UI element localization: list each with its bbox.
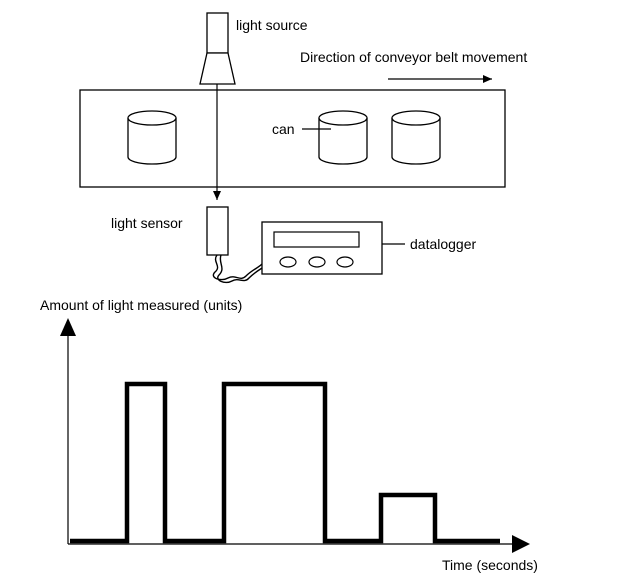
y-axis-arrowhead	[60, 318, 76, 336]
sensor-cable	[212, 254, 263, 281]
can-icon-2	[318, 110, 368, 165]
light-source-icon	[199, 12, 236, 85]
sensor-cable-strand	[217, 254, 263, 284]
direction-label: Direction of conveyor belt movement	[300, 49, 527, 65]
light-signal-trace	[70, 381, 500, 544]
x-axis-arrowhead	[512, 535, 530, 553]
light-source-label: light source	[236, 17, 308, 33]
datalogger-label: datalogger	[410, 236, 477, 252]
y-axis-label: Amount of light measured (units)	[40, 297, 242, 313]
can-icon-1	[127, 110, 177, 165]
light-sensor-label: light sensor	[111, 215, 183, 231]
datalogger-icon	[261, 221, 383, 275]
can-label: can	[272, 121, 295, 137]
x-axis-label: Time (seconds)	[442, 557, 538, 573]
can-icon-3	[391, 110, 441, 165]
light-sensor-icon	[206, 206, 229, 256]
